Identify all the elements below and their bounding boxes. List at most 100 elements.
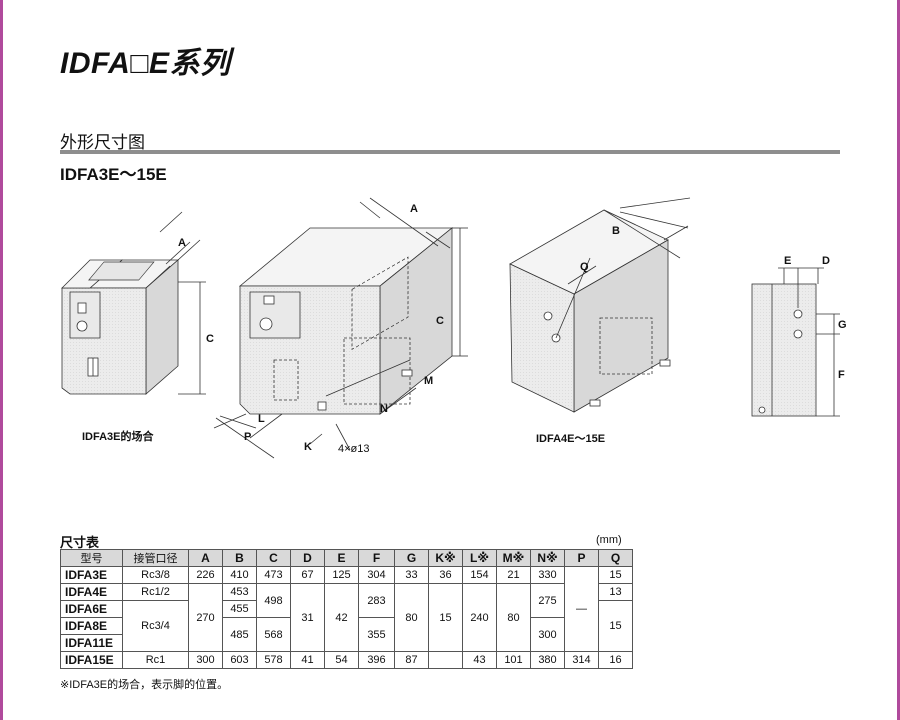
cell-q: 15 xyxy=(598,600,633,652)
cell-m: 101 xyxy=(496,651,531,669)
col-header: K※ xyxy=(428,549,463,567)
cell-model: IDFA11E xyxy=(60,634,123,652)
large-unit-drawing xyxy=(509,197,691,413)
table-row: IDFA6E Rc3/4 455 15 xyxy=(60,600,633,652)
cell-k: 15 xyxy=(428,583,463,652)
cell-port: Rc1/2 xyxy=(122,583,189,601)
footnote: ※IDFA3E的场合，表示脚的位置。 xyxy=(60,679,229,691)
unit-label: (mm) xyxy=(596,534,622,546)
cell-model: IDFA8E xyxy=(60,617,123,635)
cell-b: 485 xyxy=(222,617,257,652)
cell-k xyxy=(428,651,463,669)
col-header: Q xyxy=(598,549,633,567)
dimension-drawing: A C A C M N L P K B Q E D G F 4×ø13 IDFA… xyxy=(61,197,847,459)
cell-a: 270 xyxy=(188,583,223,652)
cell-f: 304 xyxy=(358,566,395,584)
col-header: M※ xyxy=(496,549,531,567)
dim-label-l: L xyxy=(258,413,265,425)
cell-l: 240 xyxy=(462,583,497,652)
col-header: 接管口径 xyxy=(122,549,189,567)
cell-d: 67 xyxy=(290,566,325,584)
cell-b: 453 xyxy=(222,583,257,601)
cell-n: 300 xyxy=(530,617,565,652)
dim-label-a-small: A xyxy=(178,237,186,249)
dim-label-q: Q xyxy=(580,261,589,273)
col-header: D xyxy=(290,549,325,567)
large-unit-caption: IDFA4E～15E xyxy=(536,433,605,445)
cell-q: 13 xyxy=(598,583,633,601)
cell-c: 498 xyxy=(256,583,291,618)
dim-label-m: M xyxy=(424,375,433,387)
col-header: L※ xyxy=(462,549,497,567)
cell-n: 330 xyxy=(530,566,565,584)
cell-q: 16 xyxy=(598,651,633,669)
dim-label-g: G xyxy=(838,319,847,331)
cell-p: 314 xyxy=(564,651,599,669)
col-header: P xyxy=(564,549,599,567)
cell-c: 473 xyxy=(256,566,291,584)
table-row: IDFA8E 485 568 355 300 xyxy=(60,617,633,652)
col-header: N※ xyxy=(530,549,565,567)
dim-label-b: B xyxy=(612,225,620,237)
dim-label-f: F xyxy=(838,369,845,381)
cell-m: 21 xyxy=(496,566,531,584)
cell-port: Rc3/4 xyxy=(122,600,189,652)
model-range-heading: IDFA3E～15E xyxy=(60,165,167,184)
cell-l: 43 xyxy=(462,651,497,669)
section-heading: 外形尺寸图 xyxy=(60,133,145,152)
cell-f: 396 xyxy=(358,651,395,669)
cell-d: 41 xyxy=(290,651,325,669)
dim-label-e: E xyxy=(784,255,791,267)
series-title: IDFA□E系列 xyxy=(60,47,231,80)
cell-b: 603 xyxy=(222,651,257,669)
cell-g: 33 xyxy=(394,566,429,584)
cell-f: 283 xyxy=(358,583,395,618)
table-row: IDFA4E Rc1/2 270 453 498 31 42 283 80 15… xyxy=(60,583,633,652)
cell-model: IDFA15E xyxy=(60,651,123,669)
hole-spec-label: 4×ø13 xyxy=(338,443,370,455)
cell-c: 568 xyxy=(256,617,291,652)
cell-g: 87 xyxy=(394,651,429,669)
dim-label-c-small: C xyxy=(206,333,214,345)
dim-label-k: K xyxy=(304,441,312,453)
dim-label-p: P xyxy=(244,431,251,443)
cell-b: 455 xyxy=(222,600,257,618)
col-header: B xyxy=(222,549,257,567)
cell-port: Rc3/8 xyxy=(122,566,189,584)
table-row: IDFA3E Rc3/8 226 410 473 67 125 304 33 3… xyxy=(60,566,633,652)
cell-f: 355 xyxy=(358,617,395,652)
right-border xyxy=(897,0,900,720)
side-view-drawing xyxy=(751,267,840,417)
cell-g: 80 xyxy=(394,583,429,652)
dim-label-a-medium: A xyxy=(410,203,418,215)
cell-p: — xyxy=(564,566,599,652)
cell-q: 15 xyxy=(598,566,633,584)
dim-label-d: D xyxy=(822,255,830,267)
left-border xyxy=(0,0,3,720)
cell-model: IDFA3E xyxy=(60,566,123,584)
cell-e: 125 xyxy=(324,566,359,584)
dim-label-n: N xyxy=(380,403,388,415)
cell-e: 54 xyxy=(324,651,359,669)
cell-port: Rc1 xyxy=(122,651,189,669)
col-header: A xyxy=(188,549,223,567)
section-divider xyxy=(60,150,840,154)
col-header: E xyxy=(324,549,359,567)
small-unit-caption: IDFA3E的场合 xyxy=(82,429,155,443)
small-unit-drawing xyxy=(61,211,206,395)
col-header: C xyxy=(256,549,291,567)
col-header: F xyxy=(358,549,395,567)
cell-m: 80 xyxy=(496,583,531,652)
col-header: G xyxy=(394,549,429,567)
dim-label-c-medium: C xyxy=(436,315,444,327)
cell-d: 31 xyxy=(290,583,325,652)
table-header-row: 型号 接管口径 A B C D E F G K※ L※ M※ N※ P Q xyxy=(60,549,633,567)
cell-n: 380 xyxy=(530,651,565,669)
table-title: 尺寸表 xyxy=(60,535,100,550)
dimension-table: 型号 接管口径 A B C D E F G K※ L※ M※ N※ P Q ID… xyxy=(60,549,633,669)
table-row: IDFA15E Rc1 300 603 578 41 54 396 87 43 … xyxy=(60,651,633,669)
cell-model: IDFA4E xyxy=(60,583,123,601)
cell-e: 42 xyxy=(324,583,359,652)
medium-unit-drawing xyxy=(213,197,468,459)
cell-model: IDFA6E xyxy=(60,600,123,618)
